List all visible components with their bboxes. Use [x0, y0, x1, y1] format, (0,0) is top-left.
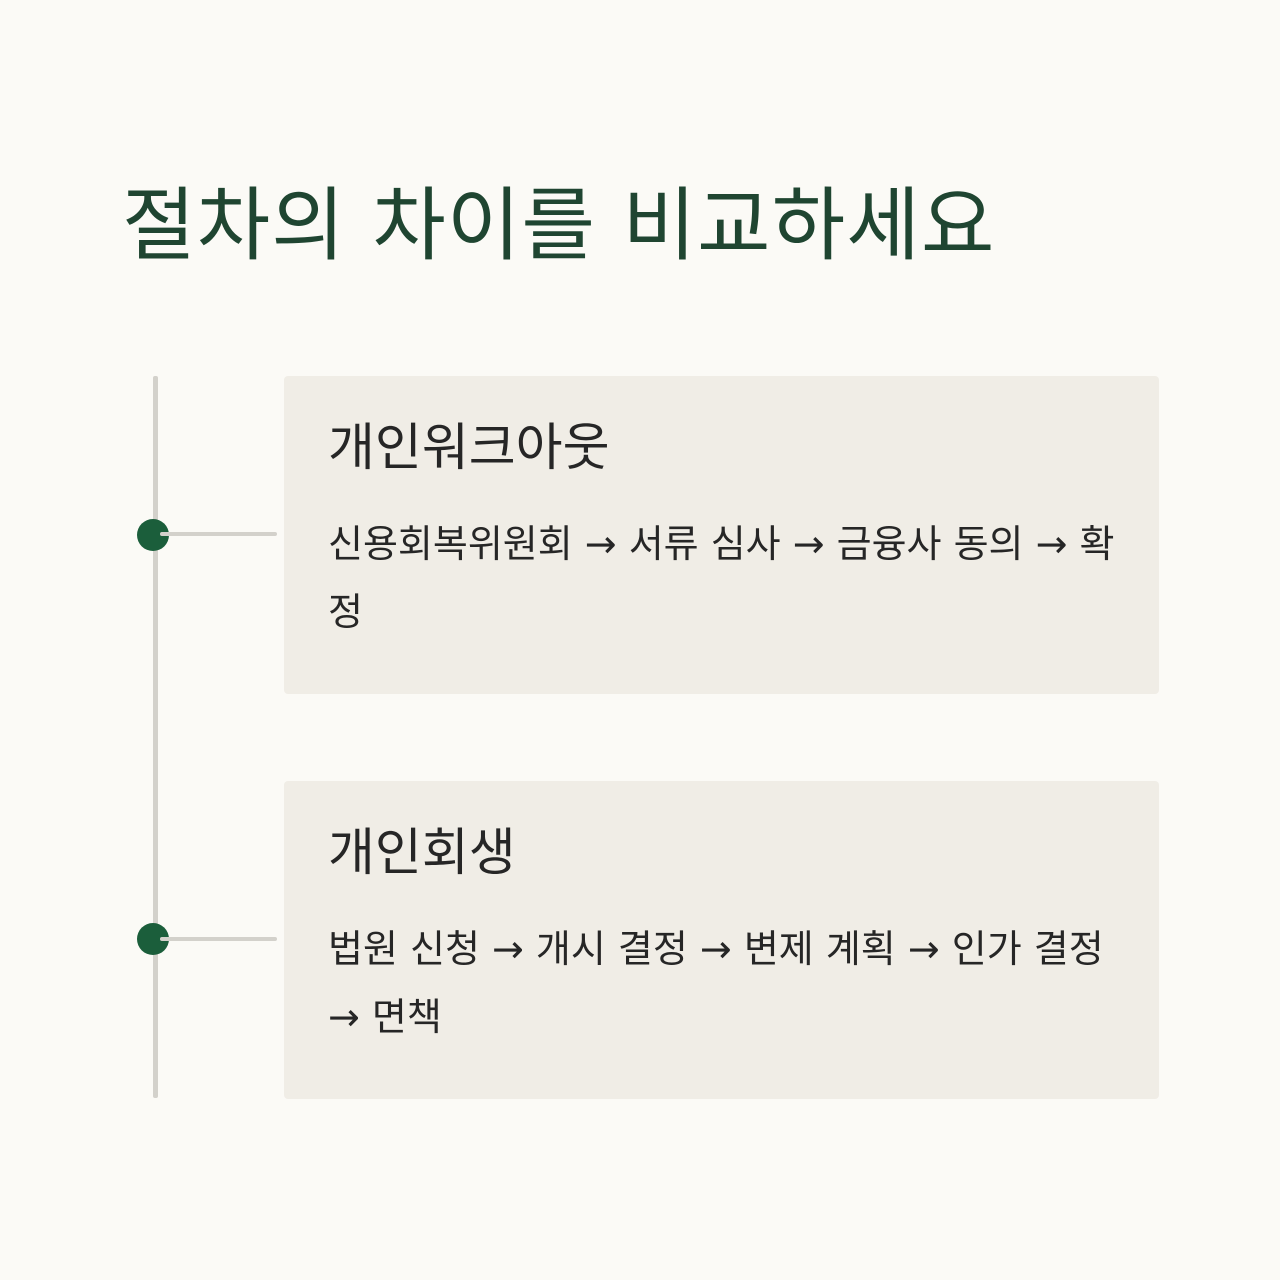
card-personal-rehabilitation: 개인회생 법원 신청 → 개시 결정 → 변제 계획 → 인가 결정 → 면책 [284, 781, 1159, 1099]
timeline-connector-rehabilitation [160, 937, 277, 941]
card-personal-workout: 개인워크아웃 신용회복위원회 → 서류 심사 → 금융사 동의 → 확정 [284, 376, 1159, 694]
timeline-connector-workout [160, 532, 277, 536]
card-process-steps: 신용회복위원회 → 서류 심사 → 금융사 동의 → 확정 [328, 522, 1115, 634]
page-title: 절차의 차이를 비교하세요 [122, 179, 996, 272]
timeline-line [153, 376, 158, 1098]
card-heading: 개인워크아웃 [328, 419, 610, 478]
card-process-steps: 법원 신청 → 개시 결정 → 변제 계획 → 인가 결정 → 면책 [328, 927, 1104, 1039]
card-heading: 개인회생 [328, 824, 516, 883]
